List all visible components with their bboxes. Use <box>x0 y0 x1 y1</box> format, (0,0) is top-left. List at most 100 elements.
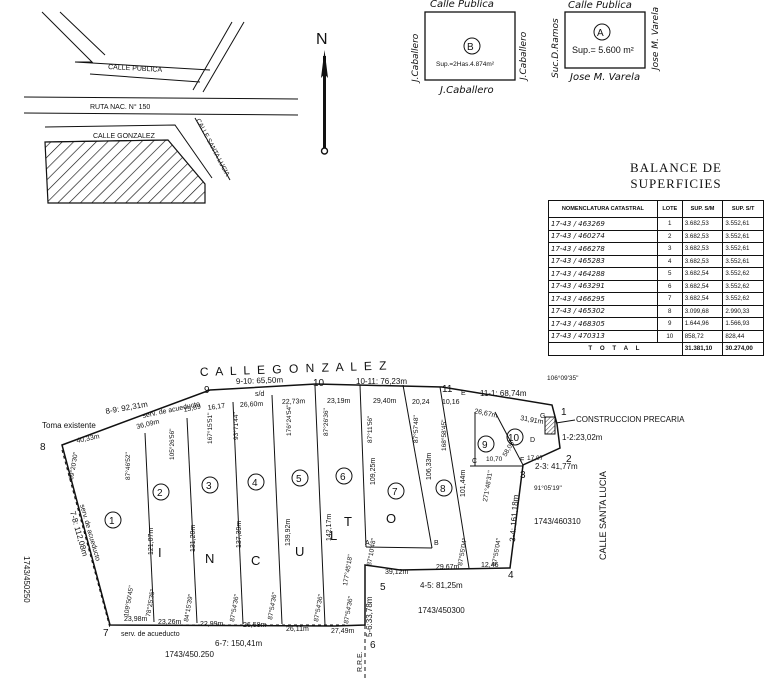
svg-text:Toma existente: Toma existente <box>42 421 96 430</box>
cell-nomenclatura: 17-43 / 465283 <box>548 254 658 268</box>
svg-text:109,25m: 109,25m <box>370 458 377 485</box>
svg-text:139,92m: 139,92m <box>285 519 292 546</box>
cell-sup-st: 3.552,61 <box>722 242 764 256</box>
subdivision-plan: C A L L E G O N Z A L E Z CALLE SANTA LU… <box>22 358 685 678</box>
north-arrow: N <box>316 31 329 155</box>
cell-nomenclatura: 17-43 / 468305 <box>548 317 658 331</box>
svg-text:87°46'52": 87°46'52" <box>124 451 132 480</box>
svg-text:87°57'48": 87°57'48" <box>412 414 420 443</box>
svg-text:R.R.E.: R.R.E. <box>357 651 364 672</box>
svg-text:3-4: 161,18m: 3-4: 161,18m <box>508 494 520 542</box>
svg-text:23,19m: 23,19m <box>327 398 351 405</box>
location-map: CALLE PUBLICA RUTA NAC. N° 150 CALLE GON… <box>23 11 299 204</box>
vertex-3: 3 <box>520 470 526 481</box>
north-label: N <box>316 31 328 48</box>
header-sup-st: SUP. S/T <box>722 200 764 218</box>
parcel-a-top-street: Calle Publica <box>568 0 632 11</box>
svg-text:142,17m: 142,17m <box>326 514 333 541</box>
svg-text:11-1: 68,74m: 11-1: 68,74m <box>480 389 527 398</box>
cell-sup-sm: 3.682,53 <box>681 242 724 256</box>
lot-5-marker: 5 <box>291 469 309 487</box>
map-label-publica: CALLE PUBLICA <box>108 64 163 74</box>
cell-lote: 2 <box>656 229 683 243</box>
cell-sup-sm: 3.682,53 <box>681 254 724 268</box>
header-lote: LOTE <box>656 200 683 218</box>
cell-sup-st: 3.552,61 <box>722 229 764 243</box>
vertex-4: 4 <box>508 570 514 581</box>
cell-sup-st: 3.552,62 <box>722 267 764 281</box>
vertex-6: 6 <box>370 640 376 651</box>
parcel-b-left-owner: J.Caballero <box>411 33 421 84</box>
svg-text:3: 3 <box>206 481 212 492</box>
svg-text:91°05'19": 91°05'19" <box>534 484 563 492</box>
plan-boundary <box>61 383 561 627</box>
svg-text:176°24'54": 176°24'54" <box>285 404 293 436</box>
svg-text:15,89: 15,89 <box>183 403 202 414</box>
cell-sup-st: 3.552,62 <box>722 292 764 306</box>
cell-sup-sm: 3.682,54 <box>681 267 724 281</box>
svg-text:O: O <box>386 511 396 526</box>
cell-nomenclatura: 17-43 / 463269 <box>548 217 658 231</box>
svg-text:23,98m: 23,98m <box>124 616 148 623</box>
svg-text:87°54'36": 87°54'36" <box>312 593 325 622</box>
cell-sup-sm: 3.099,68 <box>681 304 724 318</box>
point-labels: A B C D E F G <box>365 390 545 547</box>
cell-sup-sm: 3.682,53 <box>681 217 724 231</box>
vertex-7: 7 <box>103 628 109 639</box>
point-e: E <box>461 390 466 397</box>
cell-nomenclatura: 17-43 / 465302 <box>548 304 658 318</box>
cell-lote: 3 <box>656 242 683 256</box>
svg-text:U: U <box>295 544 304 559</box>
parcel-b-letter: B <box>467 42 474 53</box>
svg-text:168°58'45": 168°58'45" <box>440 419 448 451</box>
svg-text:121,07m: 121,07m <box>148 528 155 555</box>
svg-text:26,11m: 26,11m <box>286 626 309 633</box>
vertex-10: 10 <box>313 378 325 389</box>
cell-sup-st: 3.552,62 <box>722 279 764 293</box>
cell-lote: 6 <box>656 279 683 293</box>
svg-text:31,91m: 31,91m <box>520 415 544 426</box>
svg-text:87°54'36": 87°54'36" <box>228 593 241 622</box>
svg-text:22,73m: 22,73m <box>282 398 306 406</box>
svg-text:1: 1 <box>109 516 115 527</box>
svg-text:84°15'39": 84°15'39" <box>182 593 195 622</box>
vertex-11: 11 <box>442 384 453 395</box>
svg-text:93°71'44": 93°71'44" <box>232 411 240 440</box>
svg-text:1743/450.250: 1743/450.250 <box>165 650 214 659</box>
vertex-9: 9 <box>204 385 210 396</box>
cell-nomenclatura: 17-43 / 463291 <box>548 279 658 293</box>
svg-text:8: 8 <box>440 484 446 495</box>
point-d: D <box>530 437 535 444</box>
vertex-labels: 8 9 10 11 1 2 3 4 5 6 7 <box>40 378 572 651</box>
parcel-b-right-owner: J.Caballero <box>519 31 529 82</box>
point-f: F <box>520 457 524 464</box>
svg-text:167°15'51": 167°15'51" <box>206 412 214 444</box>
svg-text:131,20m: 131,20m <box>190 525 197 552</box>
total-st: 30.274,00 <box>722 342 764 356</box>
svg-text:5: 5 <box>296 474 302 485</box>
side-lengths: 121,07m 131,20m 137,39m 139,92m 142,17m … <box>148 453 467 555</box>
parcel-b-area: Sup.=2Has.4.874m² <box>436 61 495 68</box>
svg-text:69°20'30": 69°20'30" <box>67 451 80 480</box>
svg-text:87°26'36": 87°26'36" <box>322 407 330 436</box>
cell-sup-sm: 3.682,54 <box>681 292 724 306</box>
svg-text:1-2:23,02m: 1-2:23,02m <box>562 433 603 442</box>
svg-text:9: 9 <box>482 440 488 451</box>
lot-8-marker: 8 <box>435 479 453 497</box>
cell-lote: 1 <box>656 217 683 231</box>
cell-sup-st: 3.552,61 <box>722 217 764 231</box>
svg-text:105°26'56": 105°26'56" <box>168 428 176 460</box>
parcel-a-left-owner: Suc.D.Ramos <box>551 18 561 78</box>
svg-text:87°54'36": 87°54'36" <box>342 595 355 624</box>
svg-text:101,44m: 101,44m <box>460 470 467 497</box>
point-b: B <box>434 540 439 547</box>
lot-4-marker: 4 <box>247 473 265 491</box>
lot-10-marker: 10 <box>506 428 524 446</box>
svg-text:29,67m: 29,67m <box>436 564 460 571</box>
svg-text:78°25'35": 78°25'35" <box>144 588 157 617</box>
cell-sup-st: 2.990,33 <box>722 304 764 318</box>
